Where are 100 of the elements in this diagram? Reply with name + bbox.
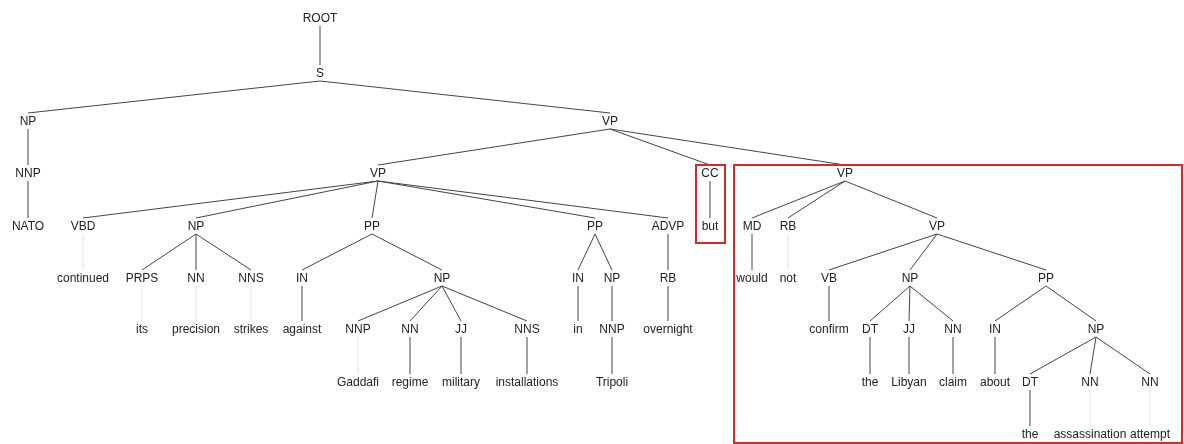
word-label: regime [391,375,429,389]
word-label: NATO [11,219,45,233]
tree-branch [828,233,938,271]
tree-branch [611,336,613,375]
word-label: military [442,375,480,389]
tree-branch [409,285,443,322]
tree-branch [301,233,373,271]
tag-label: NN [944,322,962,336]
tree-branch [1029,336,1097,375]
word-label: strikes [233,322,269,336]
tag-label: ROOT [302,11,338,25]
word-label: Libyan [891,375,927,389]
tree-branch [1029,389,1031,427]
tag-label: ADVP [651,219,685,233]
tree-branch [195,233,197,271]
tree-branch [1095,336,1151,375]
tree-branch [828,285,830,322]
highlight-box [695,164,726,244]
tree-branch [844,180,938,219]
tag-label: CC [701,166,719,180]
tree-branch [869,285,911,322]
tree-branch [27,128,29,166]
tree-branch [577,233,596,271]
tree-branch [577,285,579,322]
tag-label: JJ [903,322,915,336]
tag-label: VP [602,114,618,128]
tag-label: NNS [238,271,264,285]
tag-label: PP [1038,271,1054,285]
tree-branch [609,128,711,166]
tree-branch [371,180,379,219]
tag-label: PP [587,219,603,233]
tag-label: NN [1141,375,1159,389]
tag-label: S [316,66,324,80]
tag-label: IN [572,271,584,285]
word-label: the [1021,427,1039,441]
word-label: precision [172,322,220,336]
word-label: attempt [1130,427,1170,441]
tree-branch [27,80,321,114]
tag-label: VB [821,271,837,285]
word-label: claim [939,375,967,389]
word-label: about [980,375,1010,389]
tag-label: MD [742,219,762,233]
tree-branch [195,233,252,271]
tree-branch [952,336,954,375]
word-label: continued [57,271,109,285]
tag-label: VP [929,219,945,233]
word-label: in [573,322,583,336]
tree-branch [409,336,411,375]
tree-branch [936,233,1047,271]
tree-branch [751,180,846,219]
tree-branch [301,285,303,322]
tag-label: NP [19,114,37,128]
tree-branch [994,336,996,375]
tag-label: NNP [599,322,625,336]
tag-label: NP [433,271,451,285]
word-label: the [861,375,879,389]
tree-branch [667,285,669,322]
tree-branch [908,285,911,322]
tree-branch [357,285,443,322]
word-label: its [136,322,148,336]
tree-branch [319,80,611,114]
highlight-box [733,164,1183,444]
tree-branch [994,285,1047,322]
word-label: assassination [1053,427,1127,441]
tag-label: DT [1022,375,1038,389]
tag-label: NNP [345,322,371,336]
tree-branch [751,233,753,271]
tree-branch [441,285,528,322]
tree-branch [787,180,846,219]
tree-branch [319,25,321,66]
tree-branch [27,180,29,219]
tag-label: NN [1081,375,1099,389]
tag-label: VP [370,166,386,180]
tree-branch [594,233,613,271]
tag-label: NP [603,271,621,285]
word-label: would [736,271,768,285]
tag-label: JJ [455,322,467,336]
word-label: overnight [643,322,693,336]
tree-branch [377,128,611,166]
tree-branch [526,336,528,375]
tree-branch [441,285,462,322]
tag-label: NN [401,322,419,336]
tag-label: NN [187,271,205,285]
word-label: against [282,322,322,336]
tree-branch [869,336,871,375]
tag-label: PP [364,219,380,233]
tree-branch [908,336,910,375]
tag-label: VBD [70,219,96,233]
word-label: but [701,219,719,233]
word-label: Gaddafi [337,375,379,389]
tree-branch [909,233,938,271]
tree-branch [709,180,711,219]
tree-branch [667,233,669,271]
word-label: installations [495,375,559,389]
tag-label: NNS [514,322,540,336]
tag-label: PRPS [125,271,159,285]
tree-branch [1089,336,1097,375]
tag-label: RB [659,271,677,285]
tag-label: IN [296,271,308,285]
tag-label: NP [1087,322,1105,336]
